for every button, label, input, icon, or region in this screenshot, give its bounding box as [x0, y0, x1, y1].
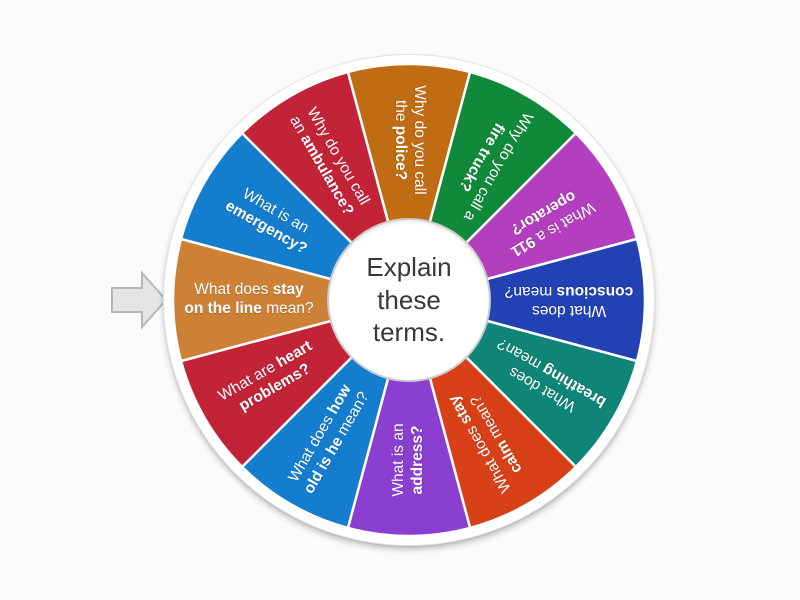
wheel-segment[interactable] — [172, 237, 411, 363]
wheel-segment-label: What is an address? — [390, 423, 426, 497]
wheel-segment-label: What does breathing mean? — [494, 334, 610, 415]
wheel-segment-label: What are heart problems? — [215, 337, 315, 415]
spin-arrow-icon — [111, 271, 168, 329]
arrow-shape — [111, 271, 168, 329]
wheel-segment-label: Why do you call the police? — [392, 85, 428, 195]
wheel-segment-label: What is an emergency? — [222, 185, 312, 258]
wheel-segment-label: What does conscious mean? — [504, 283, 634, 319]
wheel-segment-label: Why do you call a fire truck? — [455, 109, 536, 224]
wheel-segment[interactable] — [346, 298, 472, 537]
wheel-segment-label: What does stay calm mean? — [445, 392, 526, 496]
wheel-center: Explain these terms. — [327, 218, 491, 382]
wheel-segment[interactable] — [407, 237, 646, 363]
wheel-center-label: Explain these terms. — [366, 252, 452, 348]
wheel-segment-label: Why do you call an ambulance? — [286, 104, 373, 219]
wheel-segment-label: What does stay on the line mean? — [184, 281, 314, 317]
wheel-segment-label: What is a 911 operator? — [507, 187, 598, 260]
wheel-segment[interactable] — [346, 63, 472, 302]
random-wheel[interactable]: Why do you call the police? Why do you ca… — [164, 55, 654, 545]
wheel-segment-label: What does how old is he mean? — [285, 381, 373, 497]
